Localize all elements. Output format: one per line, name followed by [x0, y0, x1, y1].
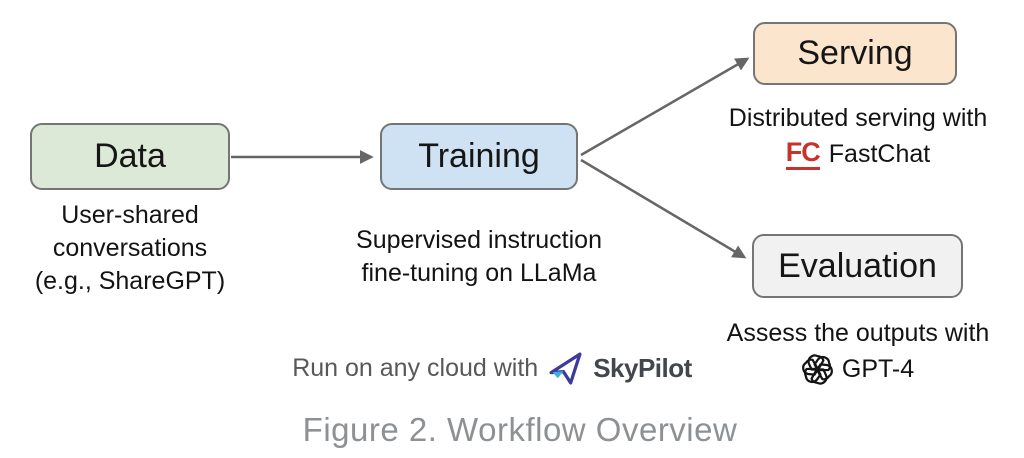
- fastchat-brand-row: FC FastChat: [705, 138, 1011, 171]
- evaluation-node-label: Evaluation: [778, 246, 937, 285]
- training-caption-line: fine-tuning on LLaMa: [361, 259, 597, 287]
- skypilot-paper-plane-icon: [549, 352, 582, 385]
- evaluation-node: Evaluation: [752, 234, 963, 298]
- arrow-training-to-evaluation: [580, 158, 747, 259]
- training-node: Training: [380, 123, 578, 190]
- serving-caption: Distributed serving with FC FastChat: [705, 102, 1011, 171]
- skypilot-footer: Run on any cloud with SkyPilot: [0, 350, 984, 387]
- serving-node: Serving: [753, 22, 957, 85]
- data-caption-line: User-shared: [61, 201, 199, 229]
- data-node-label: Data: [94, 137, 166, 175]
- serving-node-label: Serving: [797, 34, 913, 72]
- data-caption: User-shared conversations (e.g., ShareGP…: [0, 199, 260, 298]
- fastchat-brand-name: FastChat: [828, 140, 931, 168]
- data-node: Data: [30, 123, 230, 190]
- skypilot-footer-text: Run on any cloud with: [292, 354, 539, 382]
- gpt4-brand-name: GPT-4: [841, 355, 915, 383]
- openai-logo-icon: [801, 354, 833, 385]
- data-caption-line: conversations: [52, 234, 208, 262]
- evaluation-caption-line: Assess the outputs with: [726, 319, 990, 347]
- serving-caption-line: Distributed serving with: [728, 104, 988, 132]
- gpt4-brand-row: GPT-4: [705, 353, 1011, 386]
- training-caption-line: Supervised instruction: [356, 226, 602, 254]
- figure-caption: Figure 2. Workflow Overview: [302, 411, 738, 448]
- fastchat-fc-wordmark-icon: FC: [785, 139, 821, 170]
- evaluation-caption: Assess the outputs with GPT-4: [705, 317, 1011, 386]
- arrow-training-to-serving: [580, 57, 750, 157]
- training-node-label: Training: [418, 137, 540, 175]
- data-caption-line: (e.g., ShareGPT): [34, 267, 226, 295]
- training-caption: Supervised instruction fine-tuning on LL…: [334, 224, 624, 290]
- skypilot-brand-name: SkyPilot: [593, 353, 692, 383]
